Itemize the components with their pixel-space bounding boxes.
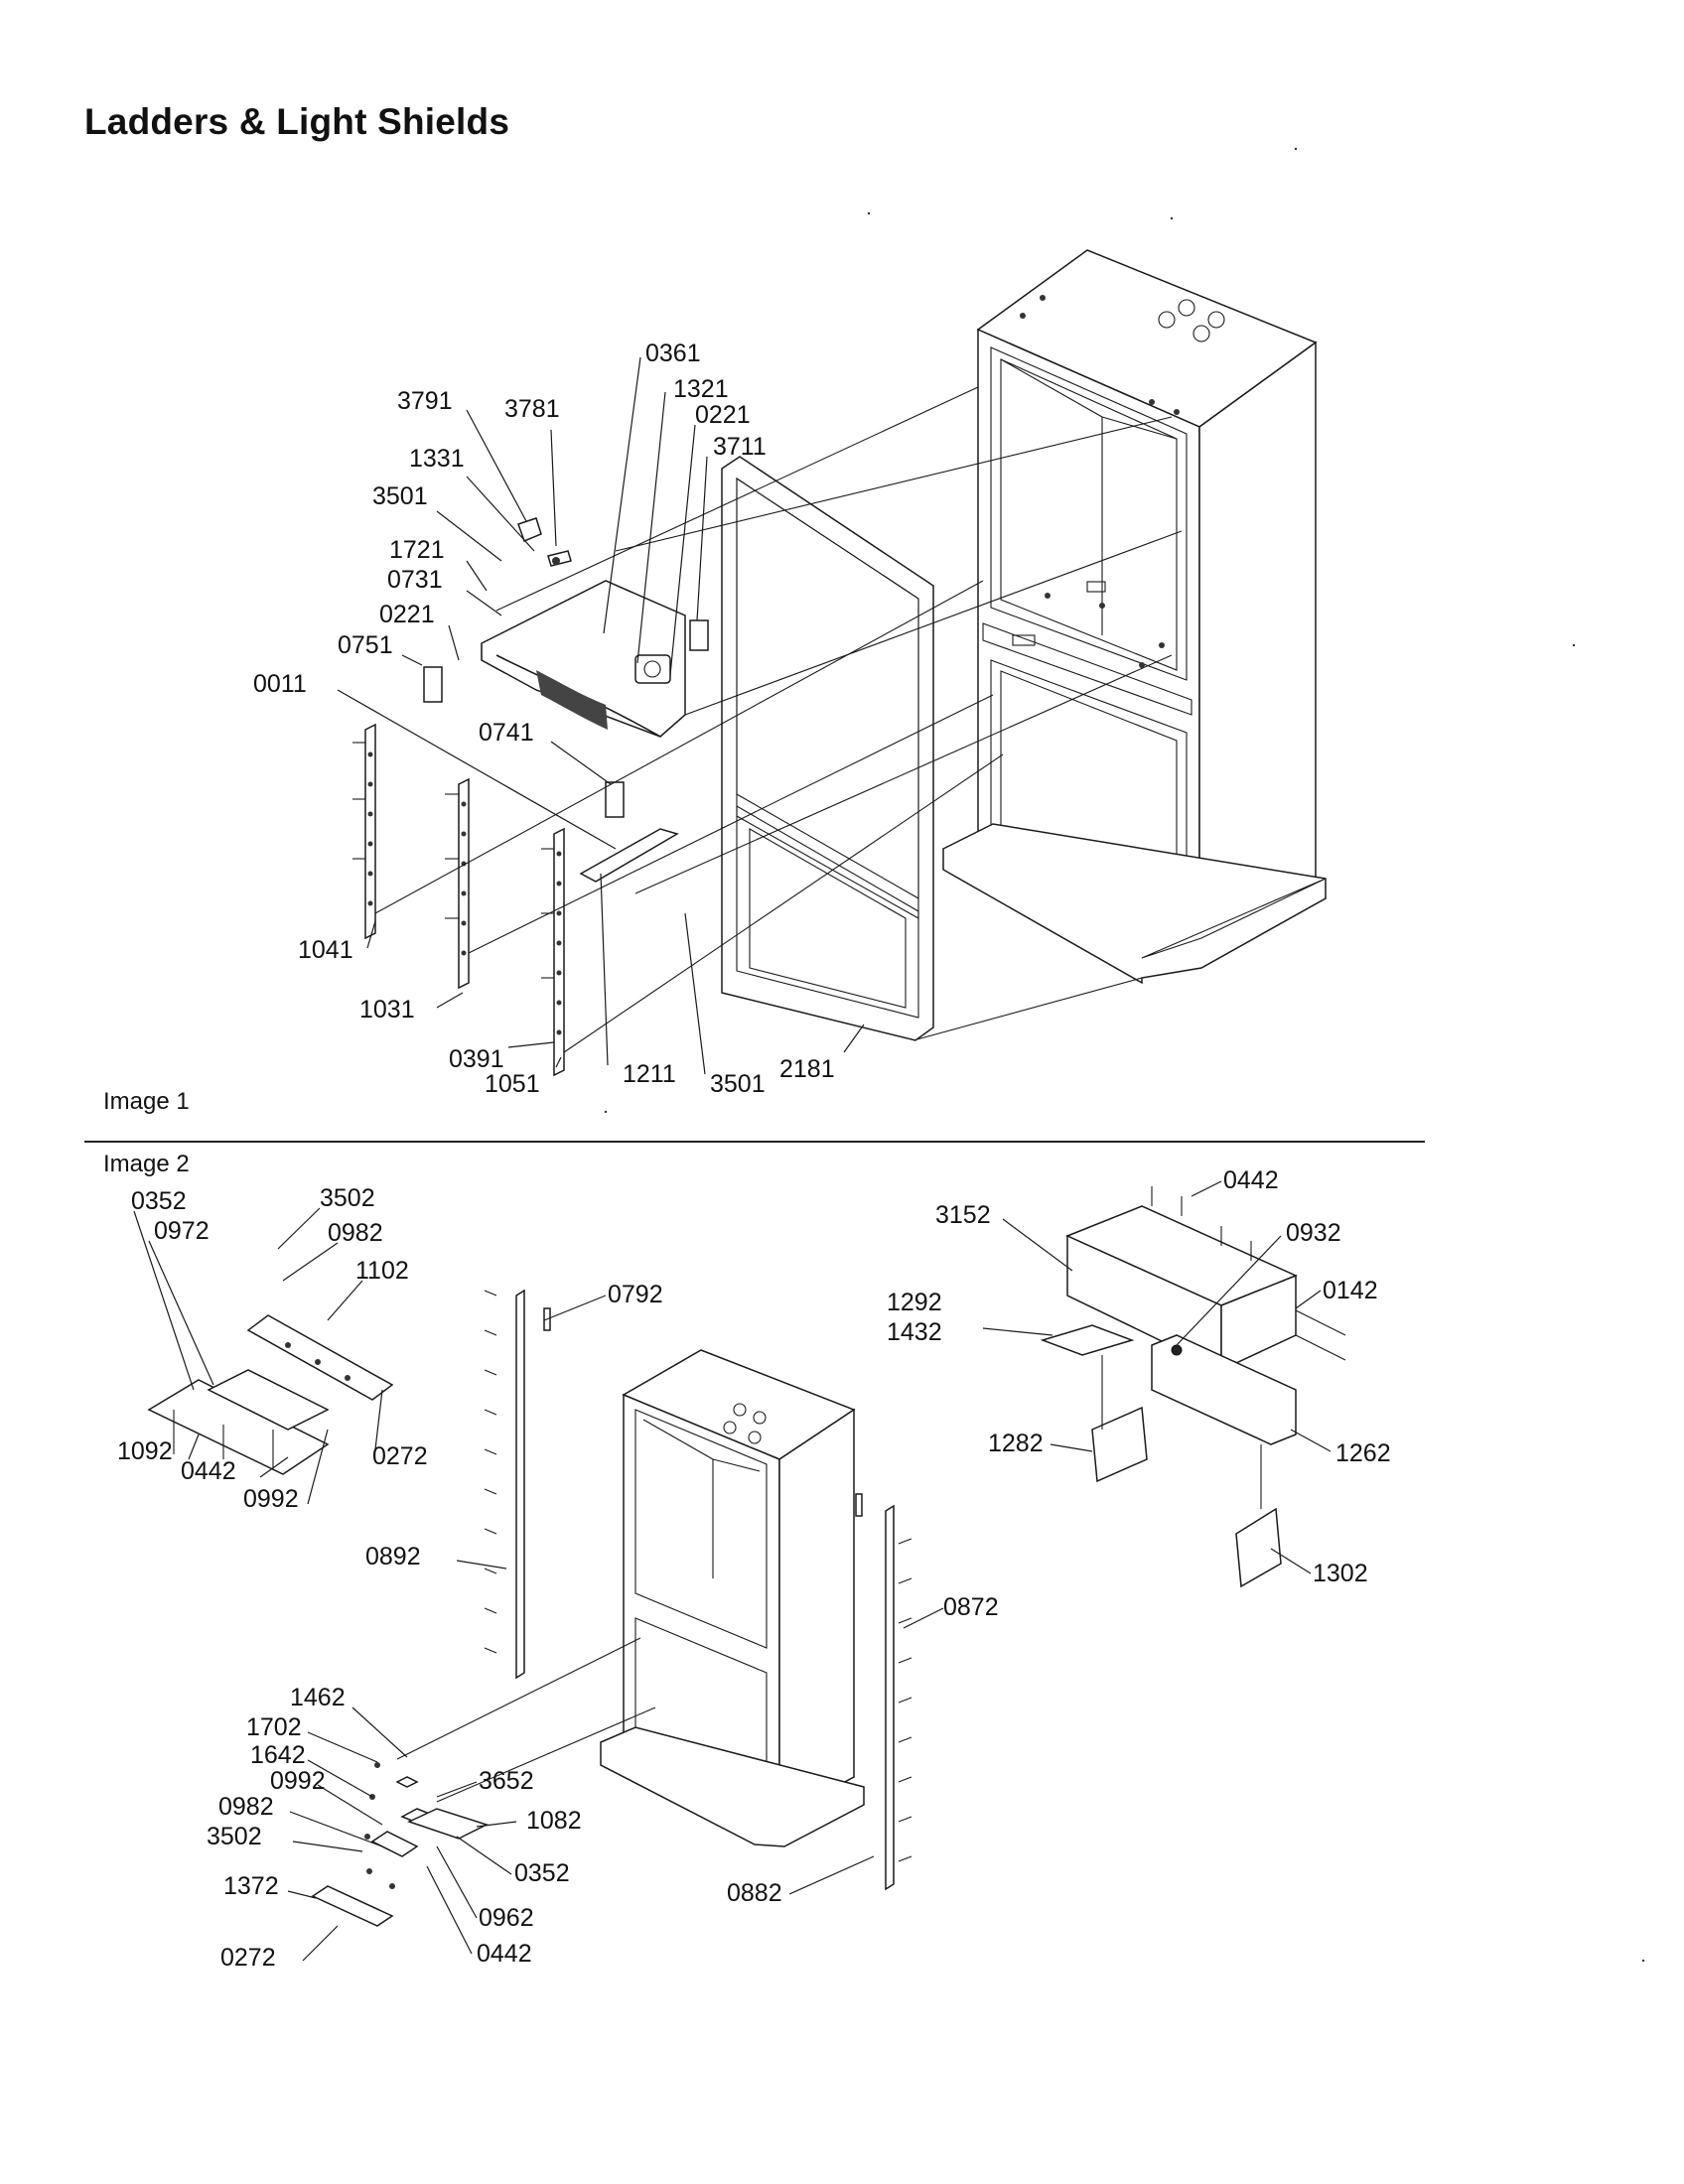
labels-image-2: 0352 0972 3502 0982 1102 1092 0442 0992 … [117, 1166, 1391, 1972]
labels-image-1: 3791 3781 1331 3501 1721 0731 0221 0751 … [253, 340, 835, 1098]
callout: 0272 [372, 1442, 428, 1470]
callout: 0272 [220, 1944, 276, 1972]
callout: 0731 [387, 566, 443, 594]
callout: 1331 [409, 445, 465, 473]
ladder-0892 [484, 1289, 551, 1680]
callout: 1462 [290, 1684, 346, 1711]
callout: 1102 [355, 1257, 409, 1285]
callout: 3501 [372, 482, 428, 510]
callout: 0352 [514, 1859, 570, 1887]
callout: 0992 [270, 1767, 326, 1795]
callout: 0932 [1286, 1219, 1341, 1247]
bracket-1211 [579, 828, 679, 883]
section-label-image-1: Image 1 [103, 1088, 190, 1115]
section-label-image-2: Image 2 [103, 1151, 190, 1177]
callout: 0361 [645, 340, 701, 367]
callout: 3501 [710, 1070, 766, 1098]
callout: 1292 [887, 1289, 942, 1316]
callout: 1721 [389, 536, 445, 564]
callout: 0872 [943, 1593, 999, 1621]
callout: 1262 [1335, 1439, 1391, 1467]
cabinet-1 [942, 249, 1327, 985]
callout: 0442 [1223, 1166, 1279, 1194]
callout: 3502 [207, 1823, 262, 1850]
leaders-image-2 [133, 1180, 1332, 1962]
light-shield-upper [147, 1314, 394, 1475]
callout: 1642 [250, 1741, 306, 1769]
leaders-image-1 [337, 356, 865, 1075]
callout: 2181 [779, 1055, 835, 1083]
callout: 1432 [887, 1318, 942, 1346]
callout: 0352 [131, 1187, 187, 1215]
cabinet-2 [600, 1349, 865, 1847]
callout: 0751 [338, 631, 393, 659]
page-title: Ladders & Light Shields [84, 101, 510, 142]
image-1-diagram: 3791 3781 1331 3501 1721 0731 0221 0751 … [103, 249, 1327, 1115]
ladder-1051 [541, 827, 565, 1077]
light-shield-lower [311, 1637, 656, 1927]
callout: 1031 [359, 996, 415, 1024]
callout: 0882 [727, 1879, 782, 1907]
callout: 3502 [320, 1184, 375, 1212]
callout: 3152 [935, 1201, 991, 1229]
ladder-1031 [445, 777, 470, 990]
callout: 1041 [298, 936, 353, 964]
callout: 1302 [1313, 1560, 1368, 1587]
callout: 3711 [713, 433, 767, 461]
callout: 1702 [246, 1713, 302, 1741]
callout: 0221 [695, 401, 751, 429]
callout: 0982 [328, 1219, 383, 1247]
callout: 0962 [479, 1904, 534, 1932]
callout: 0982 [218, 1793, 274, 1821]
callout: 3652 [479, 1767, 534, 1795]
callout: 1211 [623, 1060, 676, 1088]
callout: 0442 [181, 1457, 236, 1485]
callout: 0741 [479, 719, 534, 747]
light-shield-assembly [423, 517, 709, 818]
door-frame-2181 [721, 456, 934, 1041]
callout: 0442 [477, 1940, 532, 1968]
callout: 0221 [379, 601, 435, 628]
callout: 1282 [988, 1430, 1044, 1457]
callout: 1092 [117, 1437, 173, 1465]
callout: 1082 [526, 1807, 582, 1835]
control-box-assembly [1040, 1186, 1346, 1588]
callout: 3791 [397, 387, 453, 415]
scan-specks [604, 147, 1645, 1963]
callout: 0792 [608, 1281, 663, 1308]
callout: 0972 [154, 1217, 210, 1245]
callout: 1372 [223, 1872, 279, 1900]
ladder-0872 [855, 1493, 912, 1891]
callout: 0142 [1323, 1277, 1378, 1304]
callout: 1321 [673, 375, 729, 403]
image-2-diagram: Image 2 [103, 1151, 1391, 1972]
callout: 0391 [449, 1045, 504, 1073]
callout: 0892 [365, 1543, 421, 1570]
callout: 1051 [485, 1070, 540, 1098]
callout: 0011 [253, 670, 307, 698]
callout: 3781 [504, 395, 560, 423]
callout: 0992 [243, 1485, 299, 1513]
explode-lines-1 [374, 386, 1183, 1053]
ladder-1041 [352, 723, 376, 940]
